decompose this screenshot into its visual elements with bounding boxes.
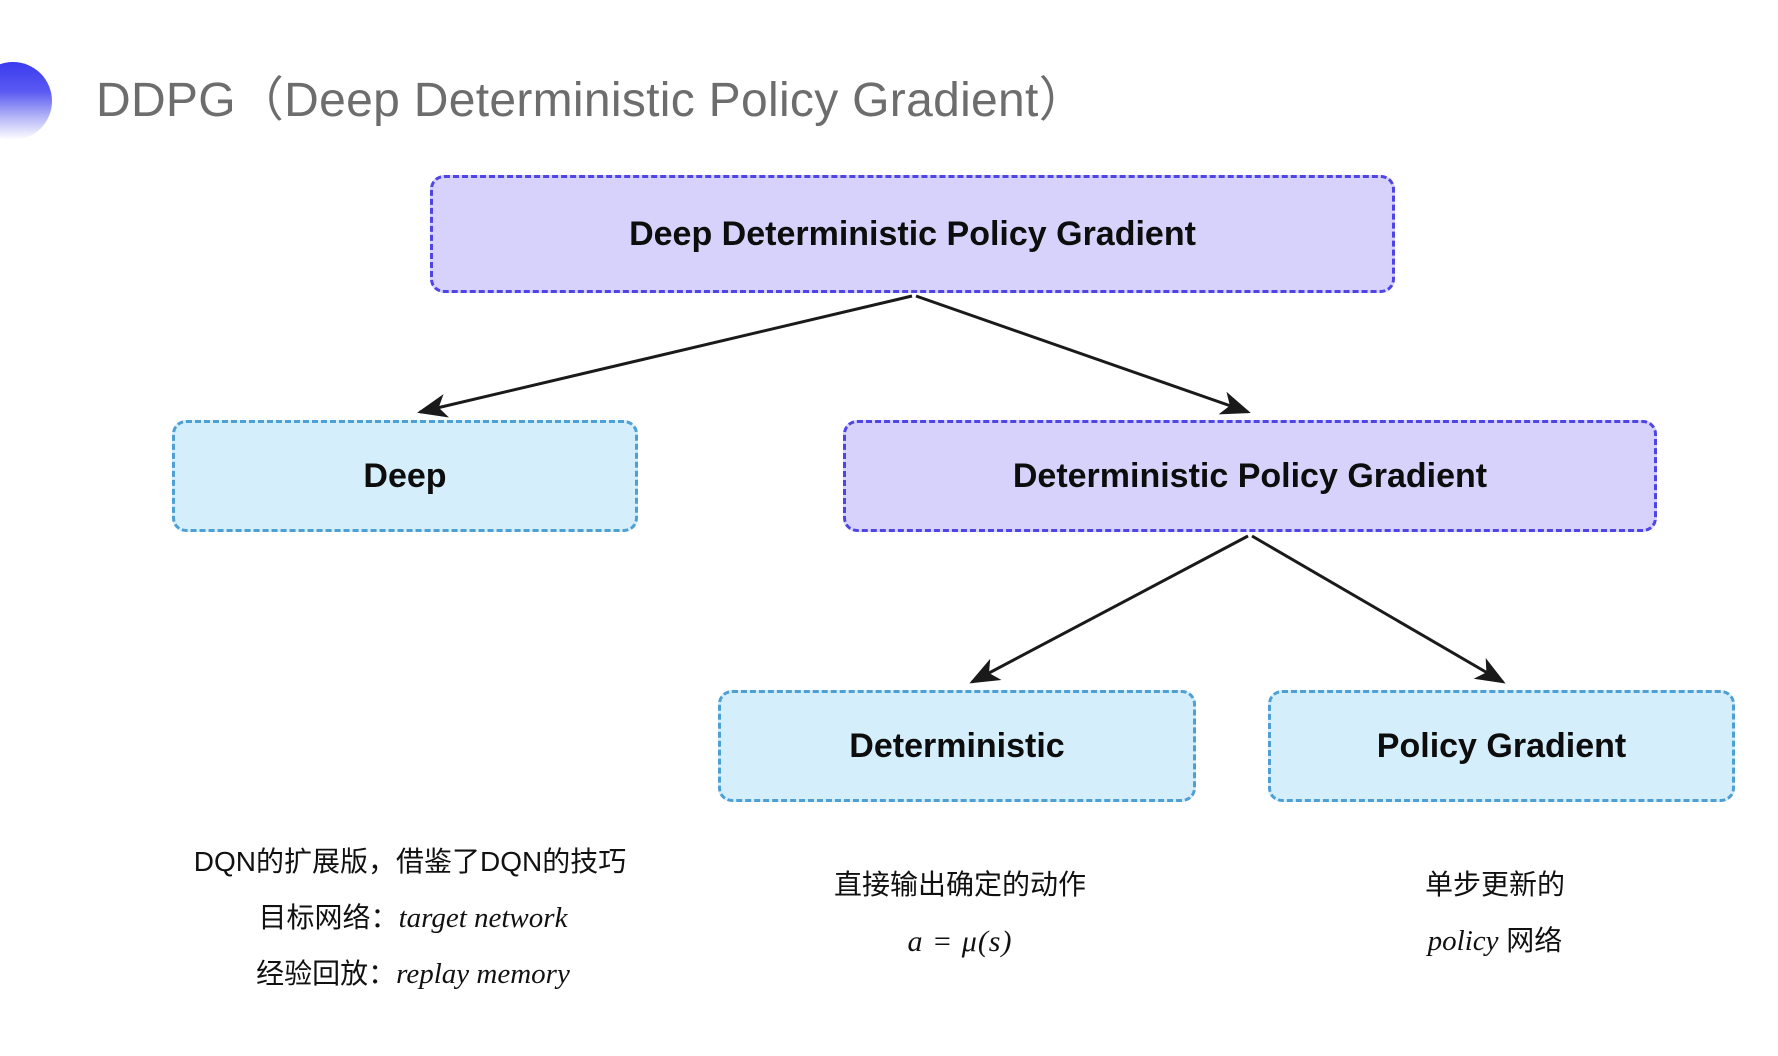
node-label: Policy Gradient	[1376, 726, 1627, 765]
annotation-deterministic-formula: a = μ(s)	[907, 924, 1013, 958]
node-deep-deterministic-policy-gradient[interactable]: Deep Deterministic Policy Gradient	[430, 175, 1395, 293]
annotation-policy-gradient-suffix: 网络	[1498, 924, 1563, 956]
annotation-deep-line2-label: 目标网络：	[258, 901, 399, 933]
edge-dpg-to-policy-gradient	[1251, 534, 1506, 684]
node-policy-gradient[interactable]: Policy Gradient	[1268, 690, 1735, 802]
annotation-deterministic-line1: 直接输出确定的动作	[833, 869, 1086, 900]
annotation-policy-gradient-term: policy	[1427, 924, 1499, 957]
node-label: Deep Deterministic Policy Gradient	[629, 214, 1196, 253]
node-deterministic-policy-gradient[interactable]: Deterministic Policy Gradient	[843, 420, 1657, 532]
gradient-circle-bullet-icon	[0, 62, 52, 140]
annotation-deterministic: 直接输出确定的动作 a = μ(s)	[790, 858, 1130, 971]
edge-root-to-deep	[417, 294, 913, 418]
annotation-policy-gradient-line1: 单步更新的	[1424, 869, 1565, 900]
annotation-deep-line1: DQN的扩展版，借鉴了DQN的技巧	[193, 846, 627, 877]
node-deep[interactable]: Deep	[172, 420, 638, 532]
annotation-policy-gradient-line2: policy 网络	[1330, 913, 1660, 970]
node-label: Deterministic Policy Gradient	[1012, 456, 1488, 495]
annotation-deep-line3-label: 经验回放：	[256, 958, 397, 990]
node-deterministic[interactable]: Deterministic	[718, 690, 1196, 802]
edge-root-to-dpg	[915, 294, 1251, 415]
annotation-policy-gradient: 单步更新的 policy 网络	[1330, 858, 1660, 969]
annotation-deep-line3: 经验回放：replay memory	[150, 946, 670, 1003]
annotation-deep-line2: 目标网络：target network	[150, 890, 670, 947]
node-label: Deep	[363, 456, 447, 495]
edge-dpg-to-deterministic	[969, 534, 1249, 684]
annotation-deep-line3-term: replay memory	[396, 958, 570, 991]
annotation-deep-line2-term: target network	[398, 901, 568, 934]
node-label: Deterministic	[849, 726, 1065, 765]
annotation-deep: DQN的扩展版，借鉴了DQN的技巧 目标网络：target network 经验…	[150, 835, 670, 1003]
page-title: DDPG（Deep Deterministic Policy Gradient）	[96, 74, 1087, 127]
